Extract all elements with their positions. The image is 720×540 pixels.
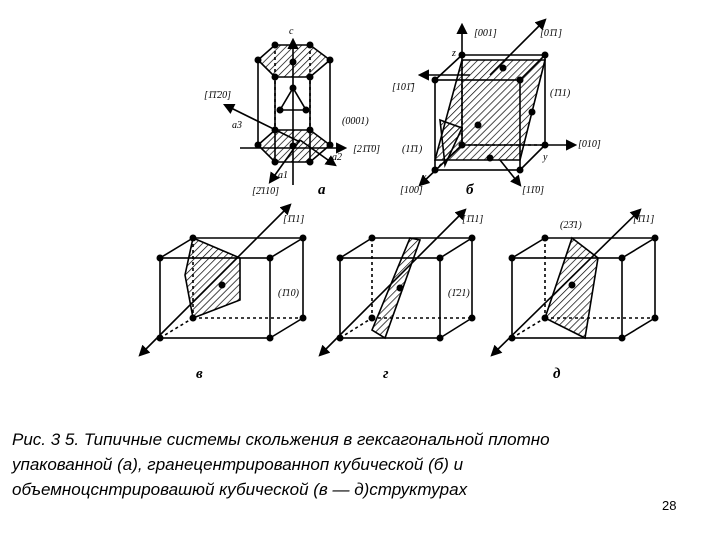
label-b-010: [010] [578, 139, 601, 150]
panel-d-bcc [490, 208, 659, 357]
label-a-a1: a1 [278, 170, 288, 181]
panel-b-letter: б [466, 182, 474, 198]
panel-g-bcc [318, 208, 476, 357]
label-b-100: [100] [400, 185, 423, 196]
panel-g-letter: г [383, 366, 389, 382]
panel-b-fcc [417, 18, 578, 187]
label-d-231: (23̄1) [560, 220, 582, 231]
panel-a-letter: а [318, 182, 326, 198]
label-b-001: [001] [474, 28, 497, 39]
label-b-111a: (1̄11) [550, 88, 571, 99]
panel-b-labels: [001] [01̄1] z [101̄] (1̄11) (11̄1) [010… [392, 28, 601, 198]
panel-d-labels: (23̄1) [1̄11] д [553, 214, 654, 382]
label-g-121: (1̄21) [448, 288, 470, 299]
label-a-2110b: [2̄110] [252, 186, 279, 197]
panel-v-bcc [138, 203, 307, 357]
caption-line: Рис. 3 5. Типичные системы скольжения в … [12, 430, 550, 449]
panel-g-labels: [1̄11] (1̄21) г [383, 214, 483, 382]
label-a-a2: a2 [332, 152, 342, 163]
panel-d-letter: д [553, 366, 561, 382]
label-v-111: [1̄11] [283, 214, 304, 225]
figure-caption: Рис. 3 5. Типичные системы скольжения в … [12, 427, 712, 502]
caption-line: объемноцснтрировашюй кубической (в — д)с… [12, 480, 468, 499]
label-a-a3: a3 [232, 120, 242, 131]
label-b-z: z [451, 48, 456, 59]
caption-line: упакованной (а), гранецентрированноп куб… [12, 455, 464, 474]
label-b-011: [01̄1] [540, 28, 562, 39]
label-b-111b: (11̄1) [402, 144, 423, 155]
slip-systems-figure: c [1̄1̄20] a3 (0001) [21̄1̄0] a2 a1 [2̄1… [138, 18, 659, 382]
label-b-101: [101̄] [392, 82, 415, 93]
panel-v-letter: в [196, 366, 203, 382]
label-a-1120: [1̄1̄20] [204, 90, 231, 101]
panel-a-labels: c [1̄1̄20] a3 (0001) [21̄1̄0] a2 a1 [2̄1… [204, 26, 380, 198]
label-a-0001: (0001) [342, 116, 369, 127]
label-a-c: c [289, 26, 294, 37]
label-b-y: y [542, 152, 548, 163]
page-number: 28 [662, 498, 677, 513]
label-g-111: [1̄11] [462, 214, 483, 225]
label-b-110: [11̄0] [522, 185, 544, 196]
panel-a-hcp [222, 37, 348, 185]
label-b-x: x [421, 172, 427, 183]
label-d-111: [1̄11] [633, 214, 654, 225]
label-a-2110: [21̄1̄0] [353, 144, 380, 155]
label-v-110: (1̄10) [278, 288, 300, 299]
panel-v-labels: [1̄11] (1̄10) в [196, 214, 304, 382]
